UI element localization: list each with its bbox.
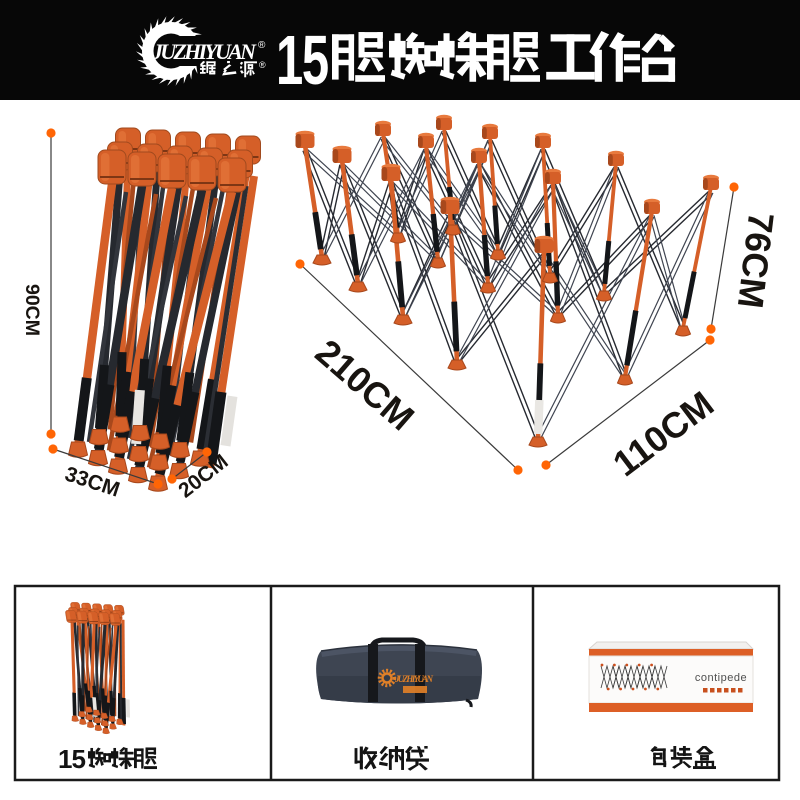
svg-text:®: ® bbox=[259, 60, 266, 70]
svg-text:JUZHIYUAN: JUZHIYUAN bbox=[394, 674, 434, 684]
svg-text:15: 15 bbox=[276, 20, 328, 99]
svg-text:JUZHIYUAN: JUZHIYUAN bbox=[151, 39, 257, 64]
svg-text:90CM: 90CM bbox=[21, 284, 43, 336]
svg-text:15: 15 bbox=[58, 744, 86, 774]
svg-text:®: ® bbox=[258, 40, 266, 51]
svg-text:contipede: contipede bbox=[695, 672, 747, 684]
